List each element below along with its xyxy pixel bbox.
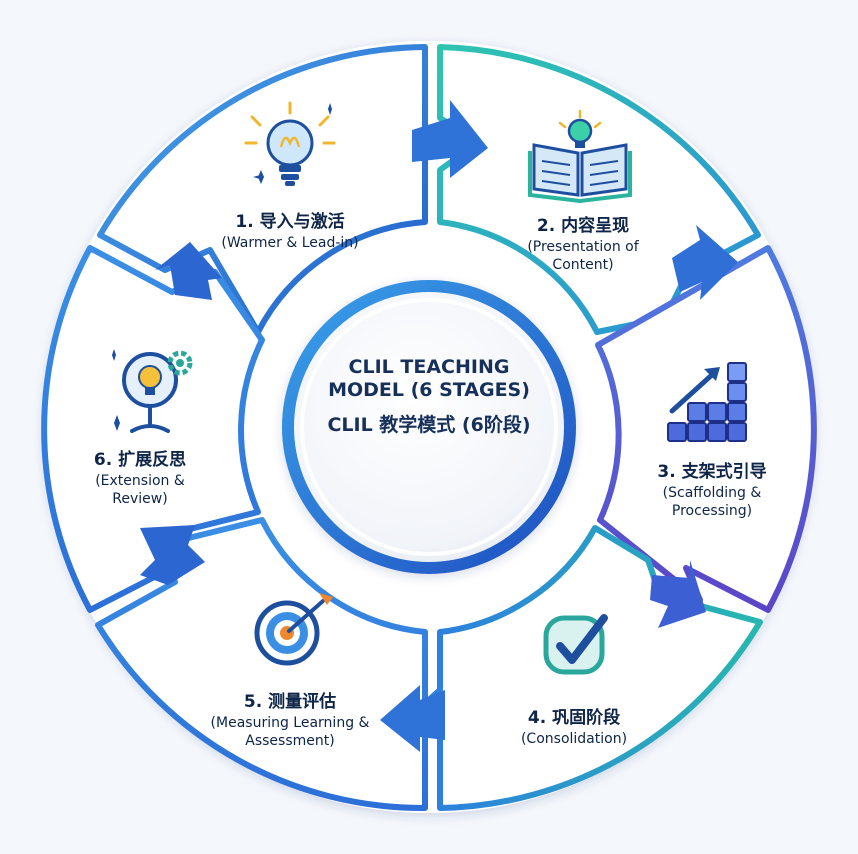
stage-4-label: 4. 巩固阶段 (Consolidation) <box>494 708 654 749</box>
stage-5-title: 5. 测量评估 <box>243 692 337 712</box>
center-title: CLIL TEACHING MODEL (6 STAGES) CLIL 教学模式… <box>318 356 540 437</box>
stage-3-label: 3. 支架式引导 (Scaffolding & Processing) <box>632 462 792 520</box>
stage-6-title: 6. 扩展反思 <box>93 450 187 470</box>
stage-2-subtitle: (Presentation of Content) <box>527 239 639 273</box>
lightbulb-icon <box>244 101 336 186</box>
stage-3-title: 3. 支架式引导 <box>657 462 767 482</box>
stage-5-subtitle: (Measuring Learning & Assessment) <box>210 715 370 749</box>
stage-2-label: 2. 内容呈现 (Presentation of Content) <box>503 216 663 274</box>
arrow-4-to-5 <box>380 685 445 752</box>
stage-1-title: 1. 导入与激活 <box>235 212 345 232</box>
center-title-en: CLIL TEACHING MODEL (6 STAGES) <box>328 356 530 401</box>
center-title-zh: CLIL 教学模式 (6阶段) <box>327 413 531 436</box>
stage-4-subtitle: (Consolidation) <box>520 731 628 748</box>
center-hub <box>282 280 576 574</box>
stage-5-label: 5. 测量评估 (Measuring Learning & Assessment… <box>190 692 390 750</box>
building-blocks-icon <box>667 362 747 442</box>
stage-3-subtitle: (Scaffolding & Processing) <box>662 485 762 519</box>
target-icon <box>254 593 333 666</box>
stage-1-subtitle: (Warmer & Lead-in) <box>221 235 359 252</box>
arrow-6-to-1 <box>155 242 222 300</box>
arrow-5-to-6 <box>140 525 205 585</box>
checkmark-icon <box>543 614 608 675</box>
stage-6-subtitle: (Extension & Review) <box>95 473 185 507</box>
arrow-3-to-4 <box>650 560 706 628</box>
stage-6-label: 6. 扩展反思 (Extension & Review) <box>70 450 210 508</box>
stage-4-title: 4. 巩固阶段 <box>527 708 621 728</box>
arrow-1-to-2 <box>412 100 488 178</box>
stage-1-label: 1. 导入与激活 (Warmer & Lead-in) <box>210 212 370 253</box>
sector-5 <box>95 517 428 812</box>
lightbulb-gear-icon <box>112 349 193 433</box>
stage-2-title: 2. 内容呈现 <box>536 216 630 236</box>
sector-6 <box>41 245 265 613</box>
open-book-icon <box>528 109 632 204</box>
arrow-2-to-3 <box>672 225 738 300</box>
